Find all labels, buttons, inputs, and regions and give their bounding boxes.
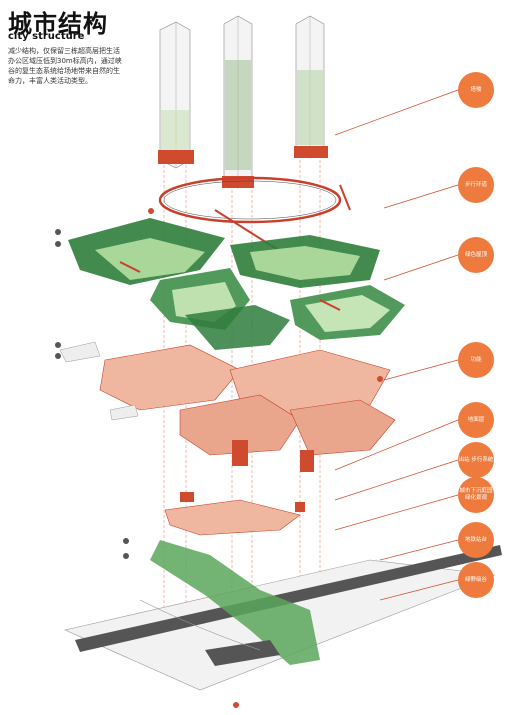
tower-middle [222,15,254,189]
page-title: 城市结构 [8,10,108,38]
label-bubble-sunken-garden: 城市下沉庭园 绿化景观 [458,477,494,513]
green-roof-layer [68,218,405,350]
label-bubble-metro: 地铁站台 [458,522,494,558]
page-subtitle: city structure [8,31,85,42]
description-text: 减少结构，仅保留三栋超高层把生活办公区域压低到30m标高内，通过峡谷的复生态系统… [8,47,122,85]
tower-right [294,15,328,159]
label-bubble-function: 功能 [458,342,494,378]
label-bubble-exit-walk: 出站 步行系统 [458,442,494,478]
label-bubble-green-roof: 绿色屋顶 [458,237,494,273]
label-bubble-walkway: 步行环道 [458,167,494,203]
label-bubble-tower: 塔楼 [458,72,494,108]
function-layer [59,341,396,472]
base-layer [64,540,502,691]
label-bubble-ground: 地面层 [458,402,494,438]
ground-layer [164,492,305,536]
layer-markers [55,208,383,708]
tower-left [158,21,194,169]
label-bubble-canyon: 绿野级谷 [458,562,494,598]
leader-lines [334,89,459,601]
